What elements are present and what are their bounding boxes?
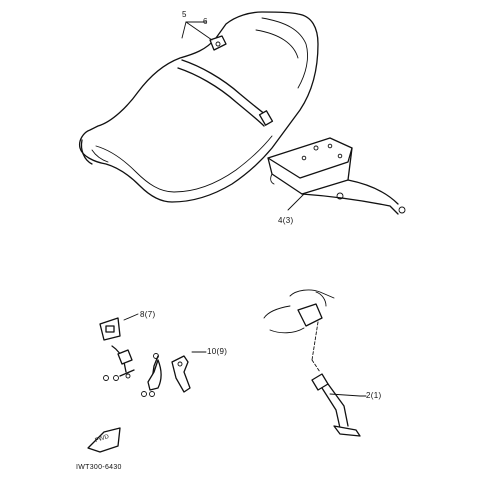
sidestand-frame — [263, 289, 335, 373]
lock-cable — [103, 345, 135, 381]
callout-8: 8(7) — [140, 310, 156, 319]
callout-lines-5-6 — [181, 21, 213, 41]
diagram-code: IWT300-6430 — [76, 464, 122, 471]
lock-lever — [141, 351, 207, 397]
callout-4: 4(3) — [278, 216, 294, 225]
callout-10: 10(9) — [207, 347, 228, 356]
fwd-arrow-icon — [87, 427, 121, 453]
seat — [78, 11, 319, 203]
seat-bracket — [267, 137, 406, 215]
callout-2: 2(1) — [366, 391, 382, 400]
callout-6: 6 — [203, 17, 208, 26]
callout-5: 5 — [182, 10, 187, 19]
sidestand — [311, 373, 367, 437]
seat-hook — [99, 313, 139, 341]
